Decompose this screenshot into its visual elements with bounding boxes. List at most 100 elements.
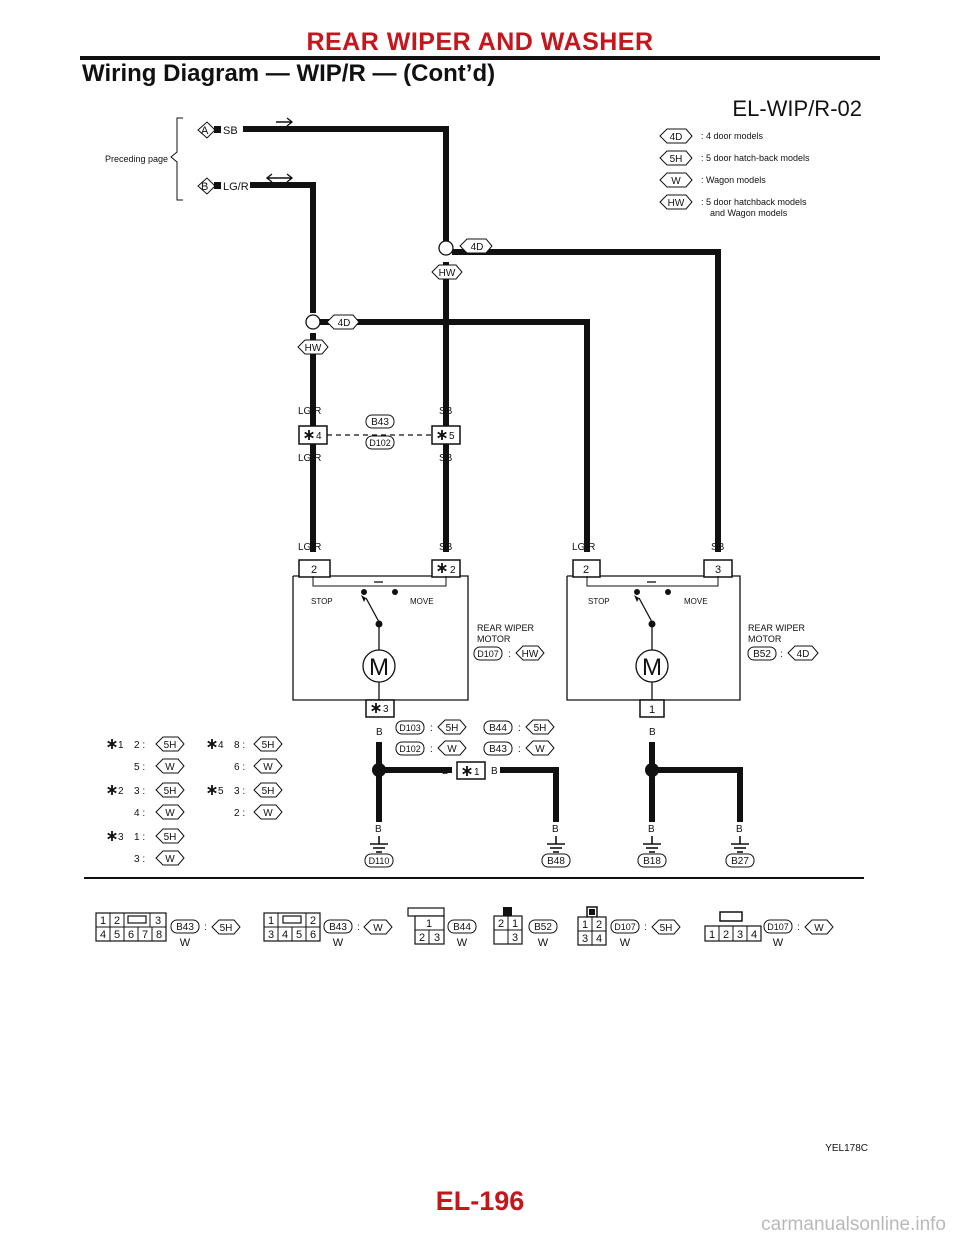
conn-id-d102 bbox=[365, 435, 395, 450]
arrow-right-icon bbox=[276, 117, 294, 127]
svg-text:1: 1 bbox=[426, 918, 432, 930]
ground-connector-notes: D103 : 5H D102 : W B44 : 5H B43 : W B 1 … bbox=[395, 719, 555, 780]
svg-text:D107: D107 bbox=[477, 649, 499, 659]
svg-text:2: 2 bbox=[723, 929, 729, 941]
svg-text:W: W bbox=[165, 762, 175, 773]
input-b-mark bbox=[214, 182, 221, 189]
conn-face-b44: 1 2 3 B44 W bbox=[407, 907, 477, 949]
svg-text:6 :: 6 : bbox=[234, 762, 245, 773]
svg-text:W: W bbox=[263, 808, 273, 819]
tag-hw-lgr bbox=[297, 339, 329, 355]
svg-text:3: 3 bbox=[582, 933, 588, 945]
svg-text:W: W bbox=[773, 937, 784, 949]
preceding-page-brace bbox=[170, 117, 183, 201]
svg-text:W: W bbox=[165, 808, 175, 819]
svg-text:2: 2 bbox=[498, 918, 504, 930]
tag-hw-sb bbox=[431, 264, 463, 280]
svg-text:5H: 5H bbox=[670, 154, 683, 165]
svg-text:3: 3 bbox=[715, 564, 721, 576]
inline-conn-left bbox=[298, 425, 328, 445]
wire-lgr-main bbox=[250, 182, 316, 313]
svg-text:3: 3 bbox=[383, 704, 389, 715]
svg-text:4: 4 bbox=[316, 431, 322, 442]
svg-text:B: B bbox=[375, 824, 382, 835]
svg-text:LG/R: LG/R bbox=[572, 542, 595, 553]
svg-text:W: W bbox=[447, 744, 457, 755]
svg-text::: : bbox=[430, 723, 433, 734]
svg-text:3: 3 bbox=[118, 832, 124, 843]
svg-text:5: 5 bbox=[114, 929, 120, 941]
svg-text:HW: HW bbox=[439, 268, 456, 279]
rear-wiper-motor-right: 2 3 STOP MOVE M 1 B REAR WIPER MOTOR B52… bbox=[566, 559, 819, 738]
svg-text:2: 2 bbox=[583, 564, 589, 576]
splice-circle-sb bbox=[438, 240, 454, 256]
tag-4d-lgr bbox=[326, 314, 360, 330]
inline-conn-right bbox=[431, 425, 461, 445]
svg-text:SB: SB bbox=[439, 406, 453, 417]
svg-text:D103: D103 bbox=[399, 723, 421, 733]
wire-lgr-4d-branch bbox=[319, 319, 590, 552]
svg-text:STOP: STOP bbox=[588, 597, 610, 606]
svg-text:8 :: 8 : bbox=[234, 740, 245, 751]
svg-text:B43: B43 bbox=[329, 922, 347, 933]
svg-text:SB: SB bbox=[711, 542, 725, 553]
wire-left-b48 bbox=[379, 767, 559, 822]
svg-text:W: W bbox=[620, 937, 631, 949]
svg-text:B52: B52 bbox=[534, 922, 552, 933]
input-a-mark bbox=[214, 126, 221, 133]
svg-text:HW: HW bbox=[305, 343, 322, 354]
svg-text:B43: B43 bbox=[371, 417, 389, 428]
svg-text:4D: 4D bbox=[471, 242, 484, 253]
svg-text:4D: 4D bbox=[338, 318, 351, 329]
conn-face-b43-w: 1 2 3 4 5 6 B43 : W W bbox=[263, 912, 393, 949]
header-rule bbox=[80, 56, 880, 60]
input-b-wire: LG/R bbox=[223, 181, 249, 193]
svg-text:MOVE: MOVE bbox=[410, 597, 434, 606]
svg-text::: : bbox=[797, 922, 800, 933]
svg-text:LG/R: LG/R bbox=[298, 406, 321, 417]
page-subtitle: Wiring Diagram — WIP/R — (Cont’d) bbox=[82, 60, 496, 87]
svg-text:7: 7 bbox=[142, 929, 148, 941]
svg-text:B: B bbox=[376, 727, 383, 738]
wire-sb-main bbox=[243, 126, 449, 242]
svg-text::: : bbox=[508, 649, 511, 660]
svg-text:B44: B44 bbox=[453, 922, 471, 933]
svg-text::: : bbox=[518, 744, 521, 755]
svg-text:2: 2 bbox=[118, 786, 124, 797]
legend-badge-hw bbox=[659, 194, 693, 210]
svg-text:LG/R: LG/R bbox=[298, 453, 321, 464]
svg-text:W: W bbox=[263, 762, 273, 773]
svg-text::: : bbox=[204, 922, 207, 933]
svg-text:5H: 5H bbox=[164, 832, 177, 843]
conn-face-b43-5h: 1 2 3 4 5 6 7 8 B43 : 5H W bbox=[95, 912, 241, 949]
inline-conn-star1 bbox=[456, 761, 486, 780]
wires bbox=[243, 126, 743, 822]
svg-text:5 :: 5 : bbox=[134, 762, 145, 773]
svg-text:W: W bbox=[333, 937, 344, 949]
svg-text:B43: B43 bbox=[489, 744, 507, 755]
footnote-table: 1 2 : 5H 5 : W 2 3 : 5H 4 : W 3 1 : 5H 3… bbox=[106, 736, 283, 866]
svg-text:1: 1 bbox=[100, 915, 106, 927]
svg-text:D107: D107 bbox=[767, 922, 789, 932]
svg-text:5H: 5H bbox=[262, 740, 275, 751]
svg-text:3: 3 bbox=[434, 932, 440, 944]
svg-text:1: 1 bbox=[512, 918, 518, 930]
svg-text:3 :: 3 : bbox=[134, 854, 145, 865]
svg-text:W: W bbox=[180, 937, 191, 949]
svg-text:4: 4 bbox=[218, 740, 224, 751]
svg-text:1 :: 1 : bbox=[134, 832, 145, 843]
svg-text:W: W bbox=[671, 176, 681, 187]
svg-text:5H: 5H bbox=[660, 923, 673, 934]
svg-text:4: 4 bbox=[751, 929, 757, 941]
svg-text:4: 4 bbox=[596, 933, 602, 945]
svg-text:M: M bbox=[369, 654, 389, 681]
svg-text:2 :: 2 : bbox=[134, 740, 145, 751]
svg-text:4: 4 bbox=[100, 929, 106, 941]
svg-text::: : bbox=[430, 744, 433, 755]
svg-text:B18: B18 bbox=[643, 856, 661, 867]
svg-text:5: 5 bbox=[449, 431, 455, 442]
legend: 4D : 4 door models 5H : 5 door hatch-bac… bbox=[659, 128, 810, 218]
conn-face-d107-w: 1 2 3 4 D107 : W W bbox=[704, 911, 834, 949]
diagram-id: EL-WIP/R-02 bbox=[732, 96, 862, 121]
svg-text::: : bbox=[357, 922, 360, 933]
